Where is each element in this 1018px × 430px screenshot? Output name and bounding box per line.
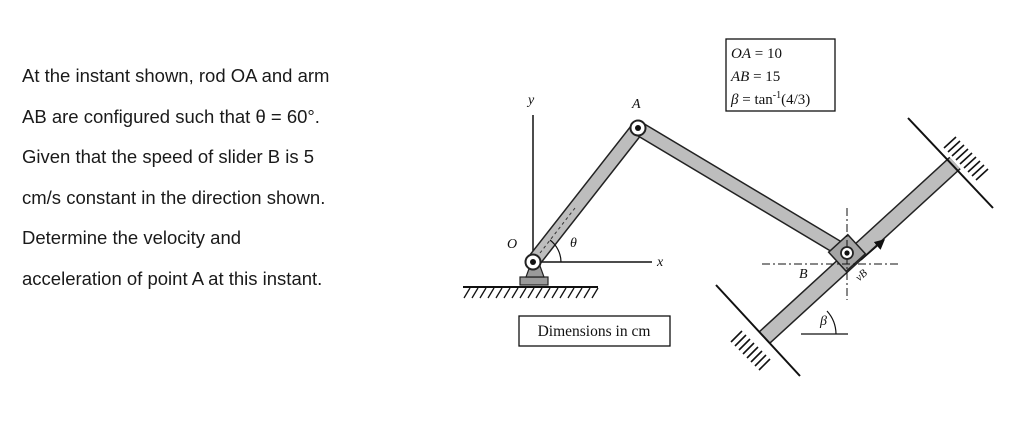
ground-support-o — [463, 276, 599, 299]
problem-statement: At the instant shown, rod OA and arm AB … — [22, 56, 442, 299]
velocity-b-arrow — [860, 239, 885, 261]
dimensions-note: Dimensions in cm — [518, 315, 671, 347]
arm-ab — [630, 120, 855, 261]
problem-line-3: Given that the speed of slider B is 5 — [22, 146, 315, 167]
beta-angle-arc — [826, 310, 837, 335]
wall-bottom-left — [715, 284, 801, 377]
pin-a — [629, 119, 647, 137]
rod-oa — [525, 120, 646, 270]
problem-line-6: acceleration of point A at this instant. — [22, 267, 323, 289]
wall-top-right — [907, 117, 994, 209]
label-o: O — [507, 237, 517, 252]
pin-o — [524, 253, 542, 271]
problem-line-4: cm/s constant in the direction shown. — [22, 186, 326, 208]
theta-angle-arc — [549, 239, 562, 263]
label-beta: β — [819, 314, 827, 329]
problem-line-2: AB are configured such that θ = 60°. — [22, 105, 320, 127]
problem-line-1: At the instant shown, rod OA and arm — [22, 65, 330, 86]
dimensions-note-text: Dimensions in cm — [538, 323, 651, 340]
given-oa: OA = 10 — [731, 46, 782, 62]
given-ab: AB = 15 — [730, 69, 780, 85]
pin-b — [840, 246, 854, 260]
label-theta: θ — [570, 236, 577, 251]
given-values-box: OA = 10 AB = 15 β = tan-1(4/3) — [725, 38, 836, 112]
problem-line-5: Determine the velocity and — [22, 227, 242, 248]
label-y: y — [526, 93, 535, 108]
given-beta: β = tan-1(4/3) — [730, 90, 810, 108]
label-a: A — [631, 97, 641, 112]
label-vb: vB — [853, 267, 870, 284]
label-b: B — [799, 267, 808, 282]
label-x: x — [656, 255, 664, 270]
